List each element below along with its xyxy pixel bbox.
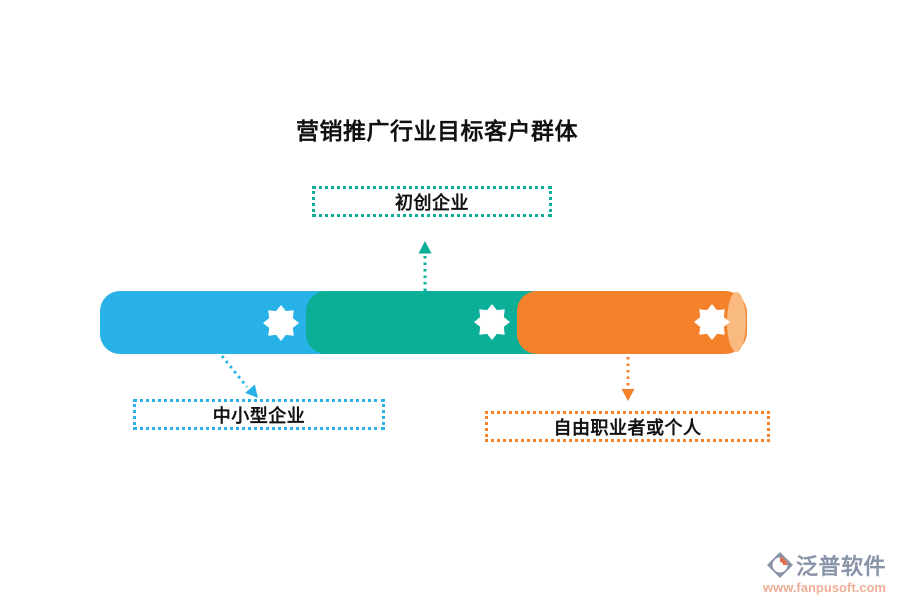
starburst-shape [263, 305, 299, 341]
starburst-icon [694, 304, 730, 340]
startup-label-box: 初创企业 [312, 186, 552, 217]
brand-name: 泛普软件 [795, 554, 886, 579]
starburst-icon [474, 304, 510, 340]
sme-label-box: 中小型企业 [133, 399, 385, 430]
page-title: 营销推广行业目标客户群体 [296, 118, 578, 144]
fanpu-logo-icon [766, 552, 793, 578]
starburst-icon [263, 305, 299, 341]
brand-url: www.fanpusoft.com [762, 580, 886, 595]
starburst-shape [694, 304, 730, 340]
logo-swoosh-shape [779, 557, 788, 565]
starburst-shape [474, 304, 510, 340]
bar-end-cap-icon [727, 292, 746, 352]
startup-label: 初创企业 [395, 192, 469, 213]
freelancer-label-box: 自由职业者或个人 [485, 411, 770, 442]
sme-label: 中小型企业 [212, 405, 306, 426]
watermark: 泛普软件 www.fanpusoft.com [763, 549, 886, 595]
freelancer-label: 自由职业者或个人 [553, 417, 702, 438]
